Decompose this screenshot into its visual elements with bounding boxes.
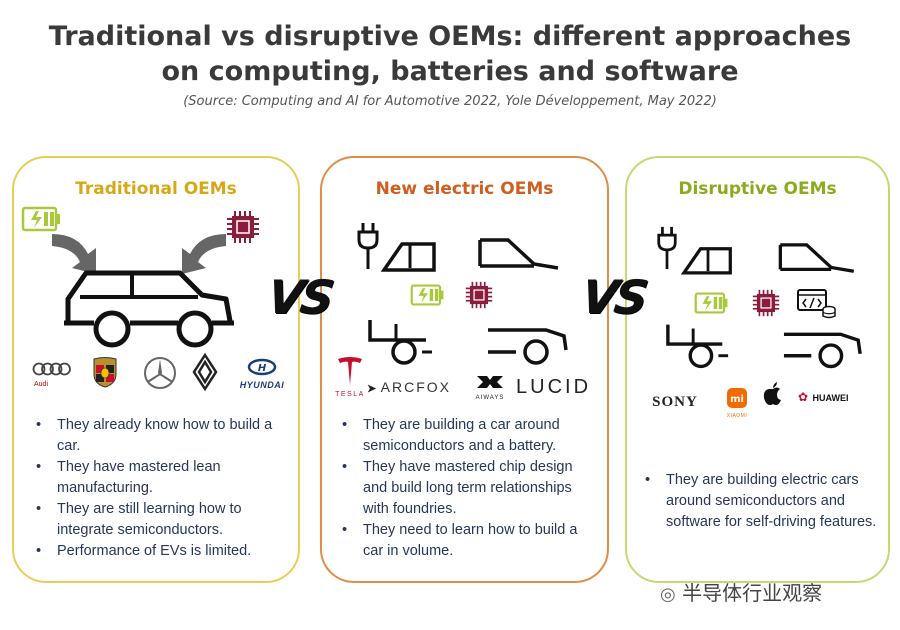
title-line-2: on computing, batteries and software <box>161 56 739 87</box>
aiways-label: AIWAYS <box>475 395 505 401</box>
watermark: ◎ 半导体行业观察 <box>660 577 822 606</box>
hyundai-logo: H HYUNDAI <box>232 358 292 390</box>
wheel-front-part-icon <box>368 320 432 365</box>
hyundai-label: HYUNDAI <box>239 380 285 390</box>
title-line-1: Traditional vs disruptive OEMs: differen… <box>48 21 852 52</box>
tesla-logo: TESLA <box>330 356 370 398</box>
battery-icon <box>21 206 60 232</box>
plug-icon <box>357 223 379 269</box>
car-front-part-icon <box>680 247 732 275</box>
list-item: They need to learn how to build a car in… <box>340 520 600 562</box>
car-rear-part-icon <box>478 238 559 270</box>
svg-text:H: H <box>258 363 267 374</box>
mercedes-logo <box>144 357 176 389</box>
audi-label: Audi <box>34 381 49 388</box>
arrow-left-down-icon <box>182 234 226 274</box>
chip-icon <box>752 289 780 317</box>
wechat-icon: ◎ <box>660 584 676 605</box>
arcfox-label: ARCFOX <box>380 379 452 395</box>
huawei-label: HUAWEI <box>812 393 849 403</box>
xiaomi-logo: mi XIAOMI <box>722 388 752 419</box>
bullet-list: They are building electric cars around s… <box>643 470 883 533</box>
battery-icon <box>410 284 444 306</box>
aiways-logo: AIWAYS <box>470 374 510 401</box>
porsche-logo <box>93 357 117 388</box>
list-item: They are still learning how to integrate… <box>34 499 289 541</box>
huawei-logo: ✿ HUAWEI <box>798 390 849 404</box>
arcfox-logo: ➤ ARCFOX <box>367 379 452 395</box>
list-item: Performance of EVs is limited. <box>34 541 289 562</box>
tesla-label: TESLA <box>335 391 365 398</box>
list-item: They are building a car around semicondu… <box>340 415 600 457</box>
panel-title: New electric OEMs <box>375 179 554 199</box>
wheel-front-part-icon <box>666 324 729 369</box>
lucid-logo: LUCID <box>516 376 592 398</box>
car-icon <box>64 270 234 348</box>
watermark-text: 半导体行业观察 <box>682 581 823 605</box>
code-software-icon <box>797 289 836 319</box>
panel-disruptive-oems: Disruptive OEMs They are building electr… <box>625 156 890 583</box>
svg-text:mi: mi <box>730 394 744 405</box>
car-rear-part-icon <box>778 243 855 273</box>
wheel-rear-part-icon <box>783 332 862 369</box>
sony-logo: SONY <box>652 394 698 410</box>
panel-title: Disruptive OEMs <box>678 179 837 199</box>
list-item: They have mastered lean manufacturing. <box>34 457 289 499</box>
list-item: They already know how to build a car. <box>34 415 289 457</box>
list-item: They are building electric cars around s… <box>643 470 883 533</box>
car-front-part-icon <box>380 242 436 272</box>
chip-icon <box>227 211 259 243</box>
bullet-list: They are building a car around semicondu… <box>340 415 600 562</box>
xiaomi-label: XIAOMI <box>726 413 748 419</box>
apple-logo <box>763 382 781 405</box>
panel-new-electric-oems: New electric OEMs They are building a ca… <box>320 156 609 583</box>
plug-icon <box>657 226 677 270</box>
battery-icon <box>694 292 728 314</box>
arrow-right-down-icon <box>52 234 96 274</box>
audi-logo: Audi <box>32 362 72 388</box>
vs-label-2: VS <box>578 270 649 324</box>
chip-icon <box>465 281 493 309</box>
panel-title: Traditional OEMs <box>75 179 237 199</box>
bullet-list: They already know how to build a car. Th… <box>34 415 289 562</box>
wheel-rear-part-icon <box>488 328 568 365</box>
renault-logo <box>192 352 218 392</box>
vs-label-1: VS <box>264 270 335 324</box>
source-citation: (Source: Computing and AI for Automotive… <box>183 94 717 109</box>
list-item: They have mastered chip design and build… <box>340 457 600 520</box>
